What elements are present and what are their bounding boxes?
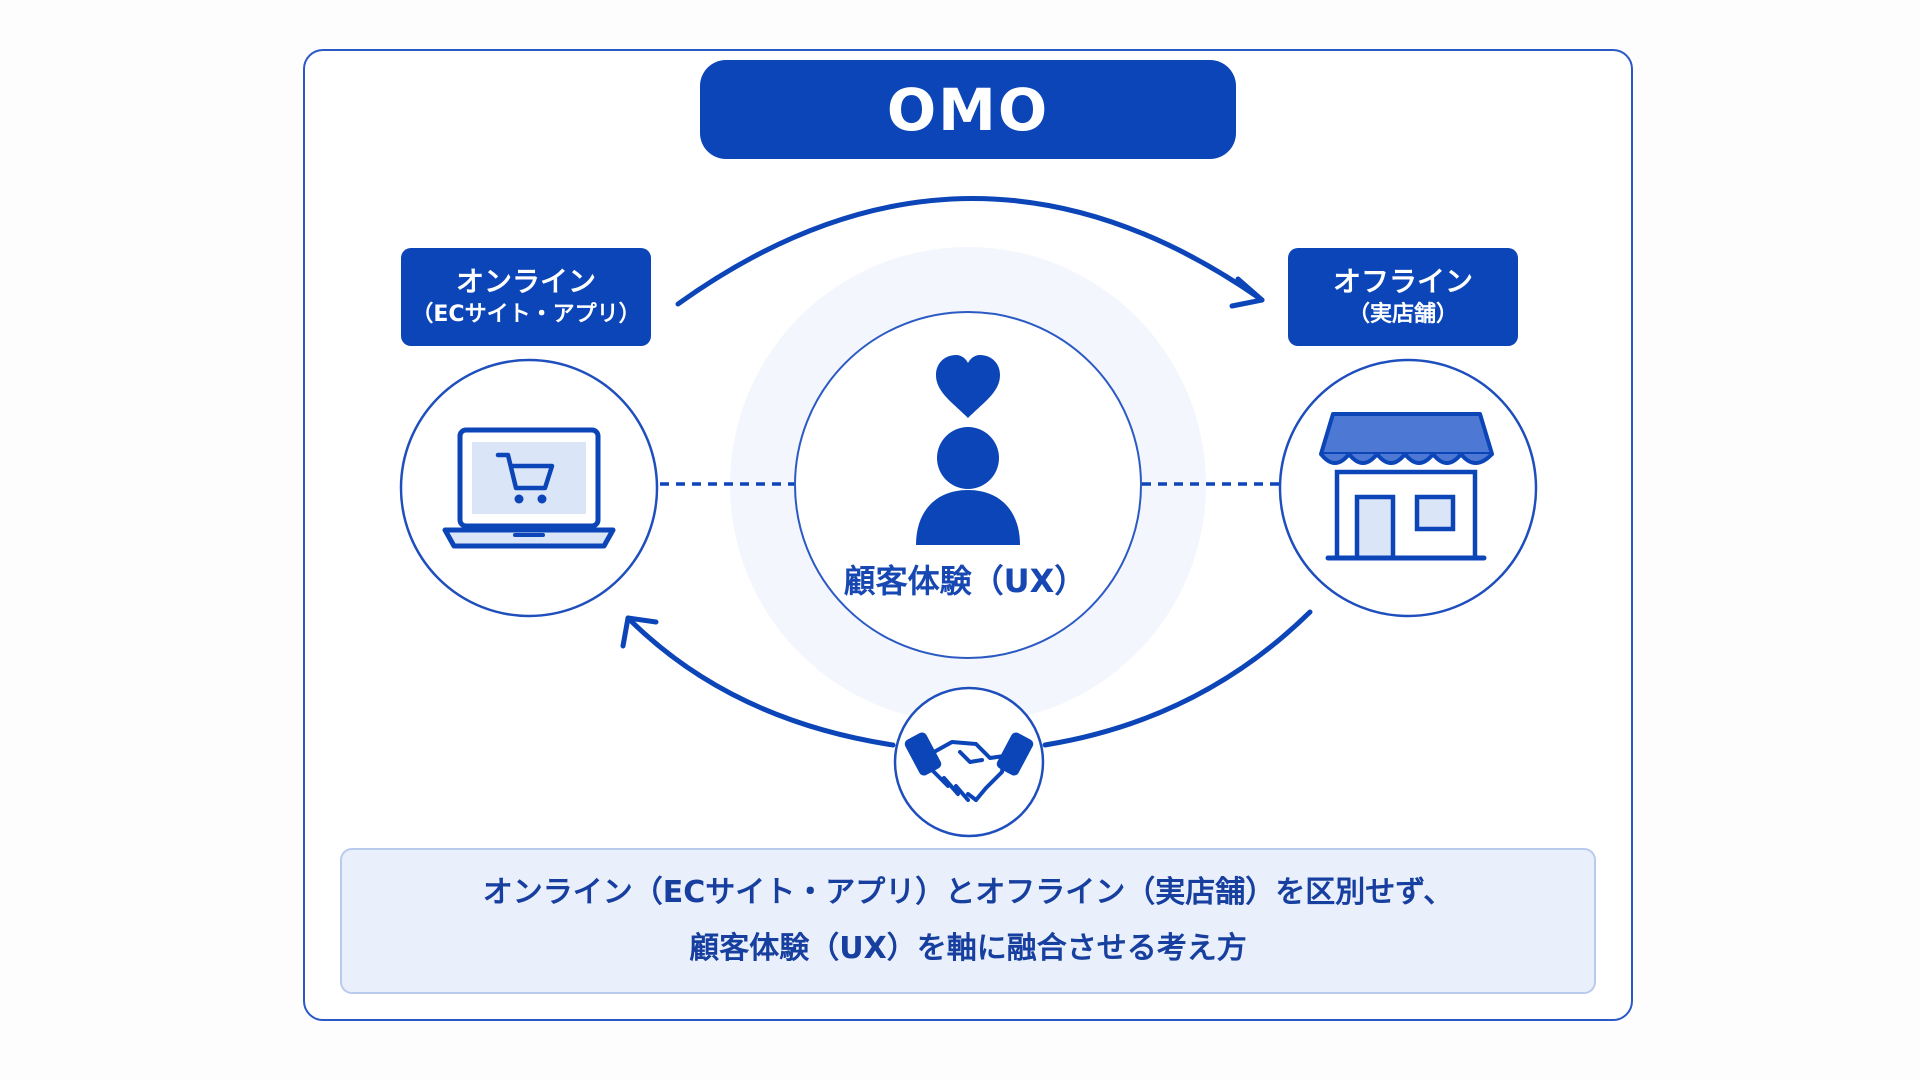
storefront-icon <box>1319 412 1494 561</box>
arrowhead-online <box>620 615 659 649</box>
laptop-cart-icon <box>442 427 616 549</box>
heart-icon <box>936 355 1000 418</box>
online-label-subtitle: （ECサイト・アプリ） <box>411 302 641 327</box>
offline-label-subtitle: （実店舗） <box>1347 302 1458 327</box>
offline-label-title: オフライン <box>1332 265 1473 298</box>
arrow-offline-to-online-left <box>625 615 896 748</box>
online-label: オンライン （ECサイト・アプリ） <box>401 248 651 346</box>
offline-label: オフライン （実店舗） <box>1288 248 1518 346</box>
summary-line-1: オンライン（ECサイト・アプリ）とオフライン（実店舗）を区別せず、 <box>482 875 1454 910</box>
summary-box: オンライン（ECサイト・アプリ）とオフライン（実店舗）を区別せず、 顧客体験（U… <box>340 848 1596 994</box>
arrow-online-to-offline <box>675 196 1265 307</box>
person-icon <box>916 427 1020 545</box>
center-ux-label: 顧客体験（UX） <box>843 562 1087 600</box>
handshake-icon <box>904 732 1034 802</box>
arrow-offline-to-online-right <box>1042 609 1313 748</box>
page-title: OMO <box>700 60 1236 159</box>
arrowhead-offline <box>1229 276 1265 309</box>
summary-line-2: 顧客体験（UX）を軸に融合させる考え方 <box>689 931 1247 966</box>
online-label-title: オンライン <box>455 265 596 298</box>
